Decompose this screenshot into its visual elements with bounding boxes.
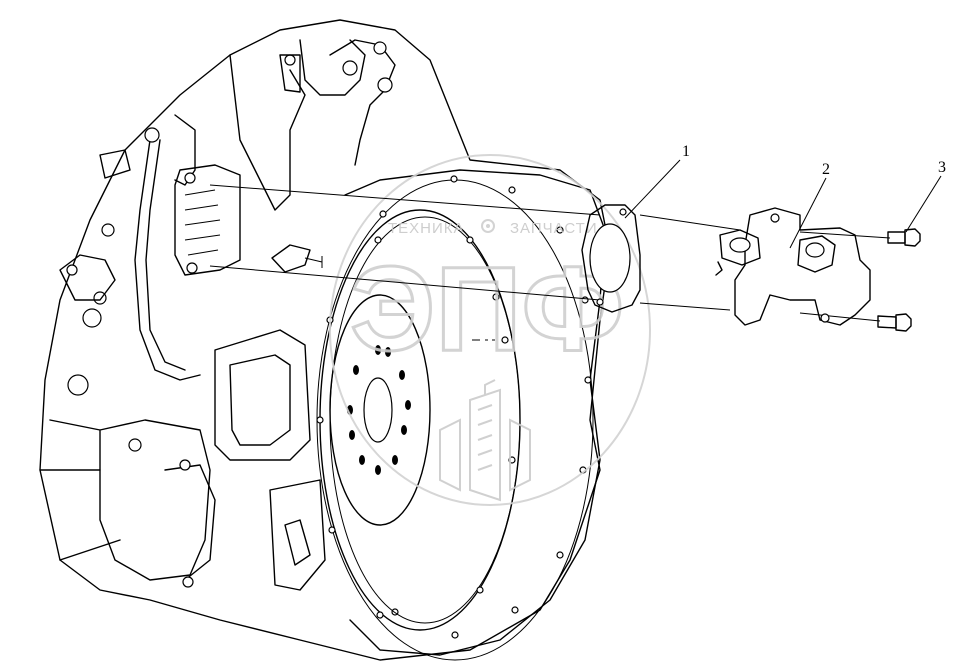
watermark-top-left: ТЕХНИКА (388, 220, 465, 237)
housing-bolt-holes (379, 175, 592, 639)
callout-1: 1 (624, 143, 690, 219)
callout-label-1: 1 (682, 143, 690, 160)
part-2-bracket (715, 207, 871, 326)
bolt-lower (877, 313, 912, 332)
bolt-upper (887, 228, 921, 247)
flywheel (316, 209, 521, 631)
flywheel-rim-holes (316, 236, 516, 619)
part-1-gasket (581, 204, 641, 313)
assembly-lines (209, 184, 891, 322)
callouts: 1 2 3 (624, 143, 946, 249)
callout-label-2: 2 (822, 161, 830, 178)
watermark: ТЕХНИКА ЗАПЧАСТИ ЭПФ (329, 154, 651, 506)
watermark-top-right: ЗАПЧАСТИ (510, 220, 598, 237)
callout-3: 3 (905, 159, 946, 233)
gear-icon (481, 219, 495, 233)
callout-label-3: 3 (938, 159, 946, 176)
part-3-bolts (877, 228, 921, 332)
flywheel-bolt-holes (347, 345, 411, 475)
callout-2: 2 (789, 161, 830, 249)
flywheel-housing (316, 169, 606, 661)
tower-icon (439, 379, 531, 502)
engine-block (39, 19, 611, 661)
watermark-logo: ЭПФ (350, 242, 624, 376)
